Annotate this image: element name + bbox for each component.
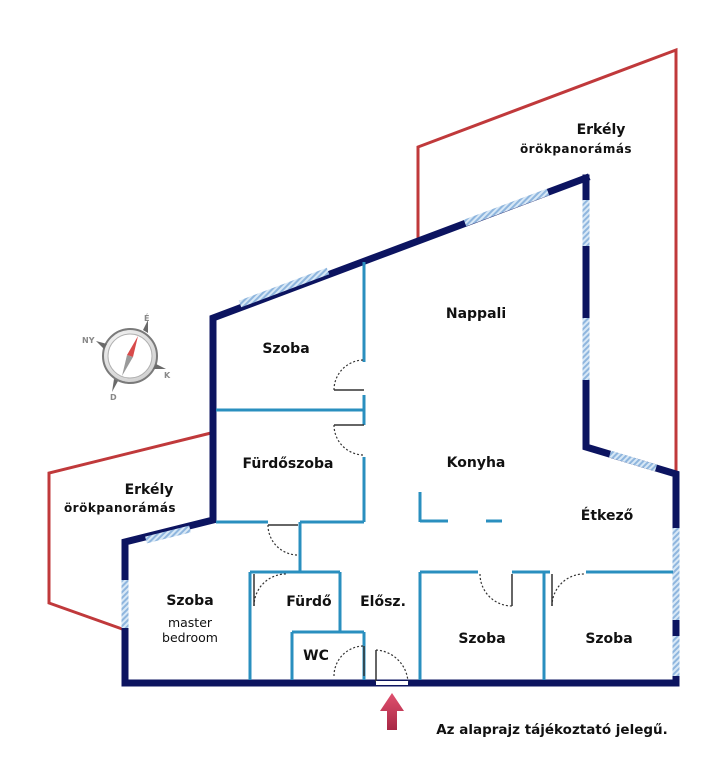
door-furdo xyxy=(253,573,287,607)
window xyxy=(238,267,330,308)
disclaimer-note: Az alaprajz tájékoztató jelegű. xyxy=(436,722,668,738)
balcony-left-title: Erkély xyxy=(125,482,174,498)
door-furdoszoba xyxy=(333,424,365,456)
door-szoba-bottom-right xyxy=(551,573,585,607)
balcony-left-outline xyxy=(47,431,212,632)
window xyxy=(463,188,550,227)
window xyxy=(608,450,658,472)
room-sublabel-bedroom: bedroom xyxy=(162,630,218,645)
door-szoba-master xyxy=(267,524,299,556)
door-entrance xyxy=(375,649,409,683)
room-label-szoba-master: Szoba xyxy=(166,593,213,609)
compass-west: NY xyxy=(82,336,95,345)
room-label-konyha: Konyha xyxy=(447,455,506,471)
room-label-wc: WC xyxy=(303,648,329,664)
room-label-elosz: Elősz. xyxy=(360,594,406,610)
room-label-szoba-bottom-right: Szoba xyxy=(585,631,632,647)
room-label-szoba-top: Szoba xyxy=(262,341,309,357)
compass-icon: É K D NY xyxy=(82,312,171,402)
balcony-top-subtitle: örökpanorámás xyxy=(520,142,632,156)
balcony-left-subtitle: örökpanorámás xyxy=(64,501,176,515)
window xyxy=(145,525,191,544)
balcony-top-outline xyxy=(416,47,678,474)
compass-east: K xyxy=(164,371,171,380)
balcony-top-title: Erkély xyxy=(577,122,626,138)
door-szoba-top xyxy=(333,359,365,391)
room-label-furdoszoba: Fürdőszoba xyxy=(243,456,334,472)
room-sublabel-master: master xyxy=(168,615,213,630)
room-label-szoba-bottom-mid: Szoba xyxy=(458,631,505,647)
room-label-etkezo: Étkező xyxy=(581,507,634,524)
door-szoba-bottom-mid xyxy=(479,573,513,607)
room-label-nappali: Nappali xyxy=(446,306,506,322)
room-label-furdo: Fürdő xyxy=(286,594,332,610)
entrance-arrow-icon xyxy=(380,693,404,730)
compass-south: D xyxy=(110,393,117,402)
door-wc xyxy=(333,645,365,677)
compass-north: É xyxy=(144,312,149,323)
